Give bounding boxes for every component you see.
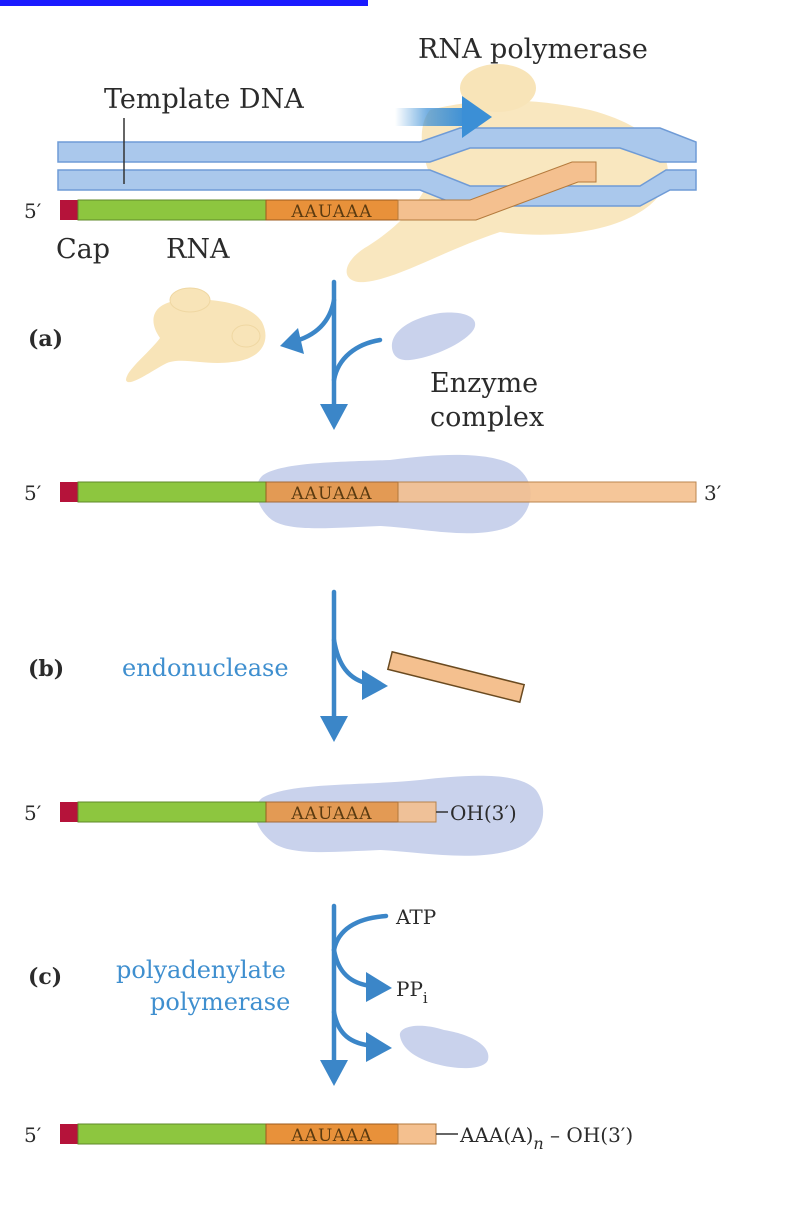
rna-5-segment [77,1123,267,1145]
poly-a-tail-n: n [533,1134,543,1153]
direction-arrow [395,96,492,138]
rna-5-segment [77,199,267,221]
three-prime-label: 3′ [704,481,722,505]
five-prime-label: 5′ [24,801,42,825]
aauaaa-label: AAUAAA [290,202,372,222]
rna-polymerase-subunit [460,64,536,112]
step-c-ppi-arrow-head [366,972,392,1002]
five-prime-label: 5′ [24,1123,42,1147]
step-a-main-arrow-head [320,404,348,430]
rna-label: RNA [166,234,230,265]
step-a-branch-in [331,337,383,383]
poly-a-polymerase-label-2: polymerase [150,988,290,1016]
enzyme-complex-label-2: complex [430,402,544,433]
five-prime-label: 5′ [24,199,42,223]
cleaved-fragment [386,650,526,704]
rna-polyadenylated: AAUAAA [60,1123,458,1146]
aauaaa-label: AAUAAA [290,484,372,504]
step-a-out-arrow-head [280,328,304,354]
step-a-label: (a) [28,326,63,352]
aauaaa-label: AAUAAA [290,1126,372,1146]
direction-arrow-shaft [395,108,467,126]
five-prime-label: 5′ [24,481,42,505]
step-a-arrows [289,279,383,421]
endonuclease-label: endonuclease [122,654,289,682]
cap-block [60,482,78,502]
cap-block [60,802,78,822]
ppi-subscript: i [423,989,428,1007]
released-polymerase [126,287,266,383]
rna-3-segment [397,481,697,503]
step-b-arrows [331,589,373,733]
ppi-base: PP [396,977,423,1001]
poly-a-tail-dash: – [544,1123,567,1147]
direction-arrow-head [462,96,492,138]
atp-label: ATP [395,905,436,929]
step-c-main-arrow-head [320,1060,348,1086]
nascent-rna: AAUAAA [60,161,597,222]
template-dna-label: Template DNA [104,84,304,115]
enzyme-complex-blob [391,312,476,361]
released-polymerase-shape [126,299,266,383]
rna-5-segment [77,801,267,823]
rna-3-exit-segment [397,161,597,221]
rna-3-stub [397,801,437,823]
aauaaa-label: AAUAAA [290,804,372,824]
rna-5-segment [77,481,267,503]
poly-a-tail-label: AAA(A)n – OH(3′) [459,1123,633,1153]
poly-a-tail-base: AAA(A) [459,1123,533,1147]
released-enzyme-blob [399,1025,489,1069]
enzyme-complex-label-1: Enzyme [430,368,538,399]
step-b-out-arrow-head [362,670,388,700]
poly-a-polymerase-label-1: polyadenylate [116,956,286,984]
poly-a-tail-end: OH(3′) [566,1123,633,1147]
released-polymerase-subunit [169,287,211,313]
rna-polymerase-label: RNA polymerase [418,34,648,65]
cap-block [60,200,78,220]
step-c-atp-in [331,913,389,953]
cap-label: Cap [56,234,110,265]
step-c-enzyme-arrow-head [366,1032,392,1062]
rna-cleaved: AAUAAA [60,801,448,824]
rna-precursor: AAUAAA [60,481,697,504]
step-c-label: (c) [28,964,62,990]
step-b-label: (b) [28,656,64,682]
rna-3-stub [397,1123,437,1145]
header-rule [0,0,368,6]
oh-three-prime-label: OH(3′) [450,801,517,825]
step-b-main-arrow-head [320,716,348,742]
dna-upper-strand [57,127,697,163]
ppi-label: PPi [396,977,428,1007]
cap-block [60,1124,78,1144]
released-polymerase-pocket [231,324,261,348]
